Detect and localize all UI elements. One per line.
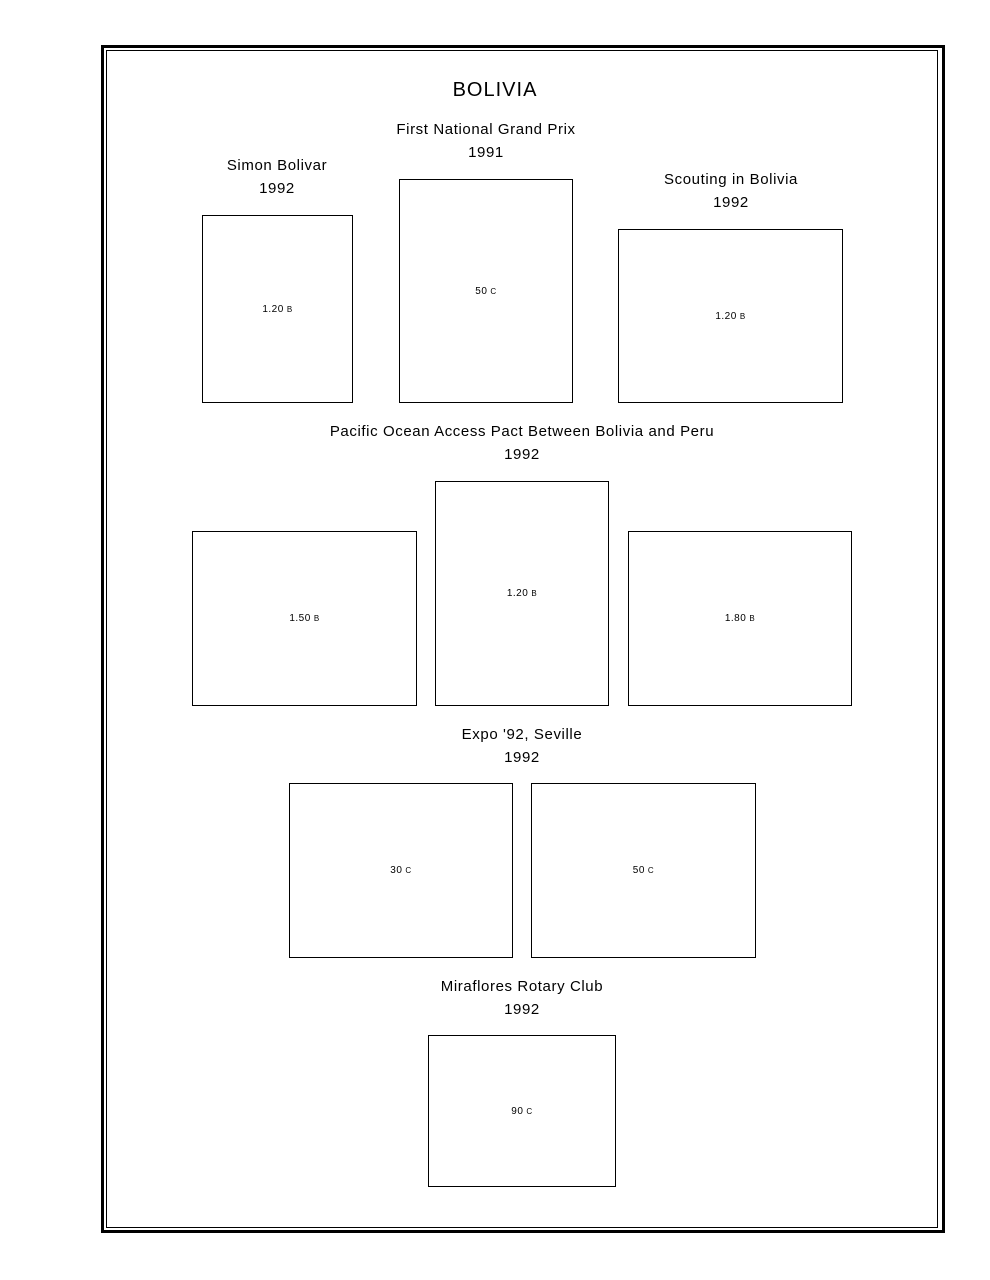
section-title: First National Grand Prix bbox=[396, 121, 576, 138]
expo-heading: Expo '92, Seville 1992 bbox=[372, 724, 672, 769]
page-border-outer bbox=[101, 45, 945, 1233]
pacific-pact-heading: Pacific Ocean Access Pact Between Bolivi… bbox=[272, 421, 772, 466]
section-year: 1992 bbox=[504, 445, 540, 463]
simon-bolivar-heading: Simon Bolivar 1992 bbox=[177, 155, 377, 200]
section-year: 1992 bbox=[713, 193, 749, 211]
section-year: 1992 bbox=[504, 1000, 540, 1018]
section-year: 1992 bbox=[259, 179, 295, 197]
section-title: Scouting in Bolivia bbox=[664, 171, 798, 188]
grand-prix-heading: First National Grand Prix 1991 bbox=[336, 119, 636, 164]
section-year: 1992 bbox=[504, 748, 540, 766]
scouting-heading: Scouting in Bolivia 1992 bbox=[606, 169, 856, 214]
section-title: Expo '92, Seville bbox=[461, 726, 583, 743]
section-title: Miraflores Rotary Club bbox=[440, 978, 604, 995]
section-title: Pacific Ocean Access Pact Between Bolivi… bbox=[329, 423, 715, 440]
rotary-heading: Miraflores Rotary Club 1992 bbox=[372, 976, 672, 1021]
section-year: 1991 bbox=[468, 143, 504, 161]
section-title: Simon Bolivar bbox=[226, 157, 328, 174]
page-title: BOLIVIA bbox=[452, 79, 538, 101]
page-border-inner bbox=[106, 50, 938, 1228]
